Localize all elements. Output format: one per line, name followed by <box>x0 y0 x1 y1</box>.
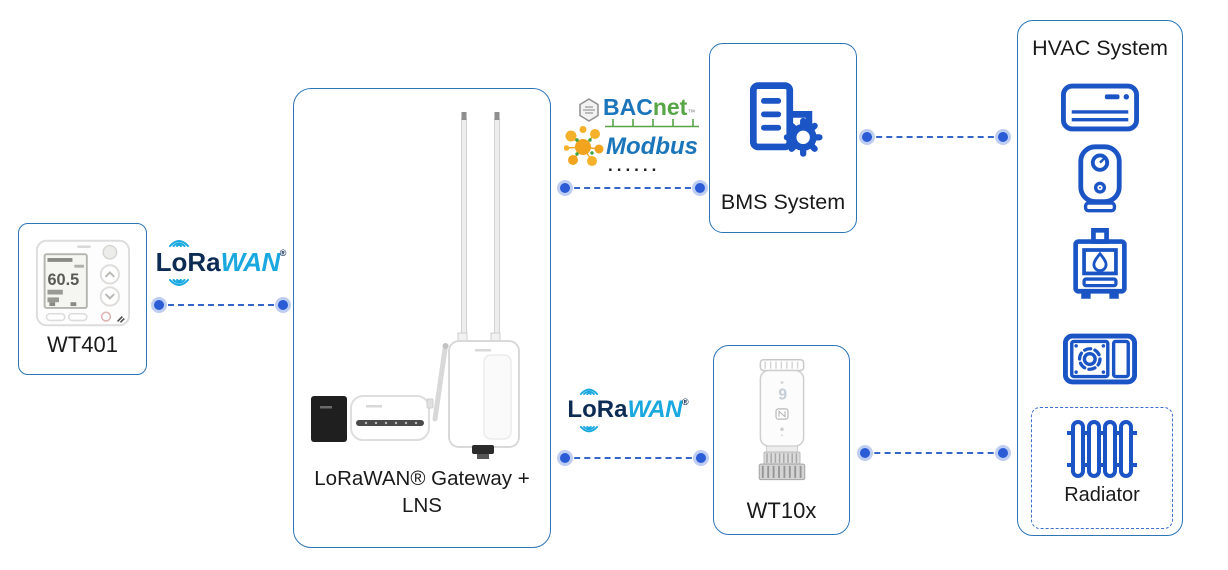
link-gateway-bms <box>560 183 705 193</box>
registered-mark: ® <box>681 397 689 407</box>
ashrae-icon <box>579 98 599 122</box>
link-endpoint-dot <box>862 132 872 142</box>
bacnet-network-lines <box>605 119 699 128</box>
link-endpoint-dot <box>560 183 570 193</box>
wt401-display-value: 60.5 <box>47 271 79 289</box>
modbus-logo: Modbus <box>564 126 698 168</box>
bacnet-logo-text: net <box>652 94 688 120</box>
radiator-group: Radiator <box>1031 407 1173 529</box>
stove-icon <box>1073 227 1127 299</box>
gateway-label-line1: LoRaWAN® Gateway + <box>314 467 530 490</box>
lorawan-logo-text: L <box>567 396 583 423</box>
link-endpoint-dot <box>860 448 870 458</box>
wt10x-node: 9 WT10x <box>713 345 850 535</box>
lorawan-logo-text: L <box>155 247 172 277</box>
signal-arcs-icon <box>169 240 190 247</box>
lorawan-logo-text: o <box>582 396 597 423</box>
wt10x-display-value: 9 <box>778 386 787 403</box>
trademark-mark: ™ <box>687 108 696 117</box>
link-wt10x-hvac <box>860 448 1008 458</box>
wt401-thermostat-image: 60.5 <box>35 239 131 327</box>
signal-arcs-icon <box>169 279 190 286</box>
wt10x-label: WT10x <box>746 498 817 523</box>
more-protocols-ellipsis: ...... <box>608 156 661 175</box>
link-endpoint-dot <box>998 132 1008 142</box>
modbus-logo-text: Modbus <box>606 133 698 160</box>
wt401-label: WT401 <box>47 332 118 357</box>
lorawan-logo-text: Ra <box>187 247 221 277</box>
bms-label: BMS System <box>720 190 846 214</box>
link-endpoint-dot <box>278 300 288 310</box>
bacnet-logo: BACnet™ <box>578 94 699 128</box>
outdoor-fan-unit-icon <box>1063 333 1137 385</box>
registered-mark: ® <box>279 248 287 258</box>
gateway-devices-image <box>311 112 520 459</box>
link-endpoint-dot <box>696 453 706 463</box>
hvac-node: HVAC System <box>1017 20 1183 536</box>
bms-node: BMS System <box>709 43 857 233</box>
wt401-node: 60.5 WT401 <box>18 223 147 375</box>
radiator-icon <box>1067 420 1137 478</box>
signal-arcs-icon <box>580 426 599 433</box>
building-gear-icon <box>749 82 823 157</box>
link-endpoint-dot <box>695 183 705 193</box>
modbus-cluster-icon <box>564 126 604 166</box>
gateway-label: LoRaWAN® Gateway + LNS <box>294 465 550 519</box>
lorawan-logo-text: WAN <box>627 396 682 423</box>
link-endpoint-dot <box>998 448 1008 458</box>
signal-arcs-icon <box>580 388 599 395</box>
gateway-label-line2: LNS <box>402 494 442 517</box>
link-bms-hvac <box>862 132 1008 142</box>
link-gateway-wt10x <box>560 453 706 463</box>
lorawan-logo-text: o <box>171 247 188 277</box>
link-endpoint-dot <box>154 300 164 310</box>
air-conditioner-icon <box>1061 83 1139 132</box>
bacnet-logo-text: BAC <box>603 94 653 120</box>
hvac-title: HVAC System <box>1032 36 1168 60</box>
radiator-label: Radiator <box>1064 484 1140 506</box>
link-endpoint-dot <box>560 453 570 463</box>
lorawan-logo-text: WAN <box>220 247 281 277</box>
gateway-node: LoRaWAN® Gateway + LNS <box>293 88 551 548</box>
lorawan-logo-text: Ra <box>596 396 628 423</box>
link-wt401-gateway <box>154 300 288 310</box>
water-heater-icon <box>1078 144 1122 213</box>
wt10x-valve-image: 9 <box>758 358 806 481</box>
